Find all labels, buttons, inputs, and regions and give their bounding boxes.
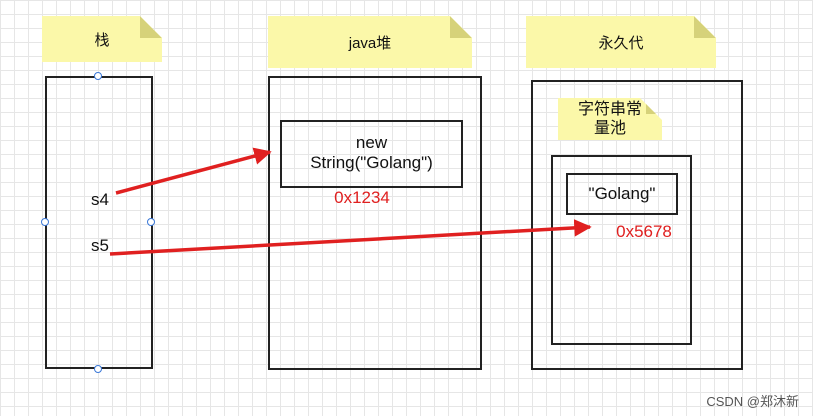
heap-object-line1: new (355, 133, 388, 152)
string-pool-label: 字符串常量池 (577, 101, 642, 137)
string-pool-box[interactable] (551, 155, 692, 345)
resize-handle-bottom[interactable] (94, 365, 102, 373)
permgen-note-label: 永久代 (598, 34, 644, 52)
permgen-note: 永久代 (526, 16, 716, 68)
var-s4: s4 (91, 190, 109, 209)
resize-handle-top[interactable] (94, 72, 102, 80)
heap-object-address: 0x1234 (334, 188, 390, 207)
watermark: CSDN @郑沐新 (706, 394, 799, 409)
pool-object-address: 0x5678 (616, 222, 672, 241)
permgen-box[interactable] (531, 80, 743, 370)
stack-note-label: 栈 (94, 31, 110, 49)
pool-string-object[interactable] (566, 173, 678, 215)
pool-object-label: "Golang" (588, 184, 656, 203)
string-pool-note: 字符串常量池 (558, 98, 662, 140)
heap-note-label: java堆 (348, 34, 392, 52)
arrow-s4-to-heap (115, 147, 272, 195)
resize-handle-left[interactable] (41, 218, 49, 226)
arrow-s5-to-pool (109, 219, 592, 256)
stack-note: 栈 (42, 16, 162, 62)
heap-object-line2: String("Golang") (310, 153, 433, 172)
heap-string-object[interactable] (280, 120, 463, 188)
resize-handle-right[interactable] (147, 218, 155, 226)
var-s5: s5 (91, 236, 109, 255)
heap-box[interactable] (268, 76, 482, 370)
